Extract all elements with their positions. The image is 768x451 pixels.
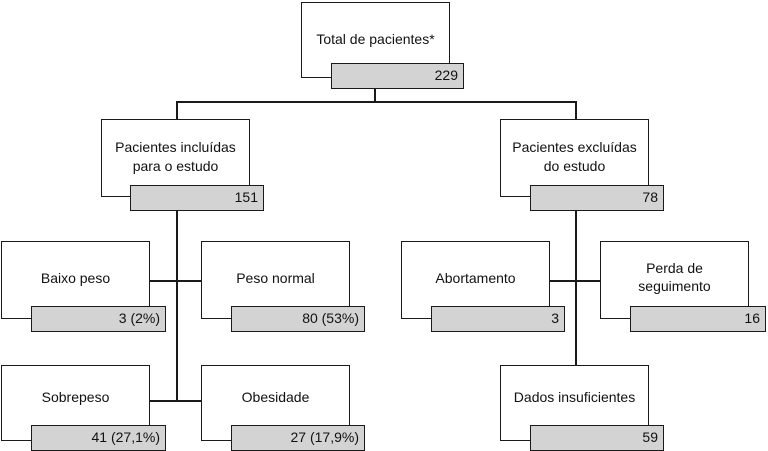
excluded-patients-label-line1: Pacientes excluídas <box>512 139 637 155</box>
dados-insuficientes-label: Dados insuficientes <box>513 389 636 405</box>
connector-included-trunk <box>176 208 178 402</box>
baixo-peso-count: 3 (2%) <box>31 306 166 332</box>
baixo-peso-label: Baixo peso <box>40 270 111 286</box>
connector-left-row1 <box>150 280 202 282</box>
perda-seguimento-count: 16 <box>630 306 766 332</box>
connector-total-down <box>374 87 376 102</box>
sobrepeso-label: Sobrepeso <box>41 389 110 405</box>
connector-top-horizontal <box>176 101 576 103</box>
connector-left-row2 <box>150 400 202 402</box>
obesidade-count: 27 (17,9%) <box>231 425 365 451</box>
included-patients-count: 151 <box>130 185 264 211</box>
included-patients-box: Pacientes incluídas para o estudo <box>101 119 250 197</box>
dados-insuficientes-count: 59 <box>530 425 664 451</box>
abortamento-label: Abortamento <box>435 270 516 286</box>
peso-normal-count: 80 (53%) <box>231 306 365 332</box>
total-patients-label: Total de pacientes* <box>316 31 435 47</box>
connector-right-row1 <box>549 280 601 282</box>
obesidade-label: Obesidade <box>241 389 310 405</box>
connector-included-up <box>176 101 178 120</box>
connector-excluded-up <box>575 101 577 120</box>
included-patients-label-line1: Pacientes incluídas <box>115 139 236 155</box>
abortamento-count: 3 <box>431 306 565 332</box>
perda-seguimento-label-line2: seguimento <box>638 278 711 294</box>
sobrepeso-count: 41 (27,1%) <box>31 425 166 451</box>
included-patients-label-line2: para o estudo <box>132 158 219 174</box>
excluded-patients-label-line2: do estudo <box>543 158 606 174</box>
total-patients-count: 229 <box>331 63 464 89</box>
peso-normal-label: Peso normal <box>236 270 315 286</box>
perda-seguimento-label-line1: Perda de <box>646 260 703 276</box>
excluded-patients-count: 78 <box>530 185 664 211</box>
connector-excluded-trunk <box>575 208 577 366</box>
